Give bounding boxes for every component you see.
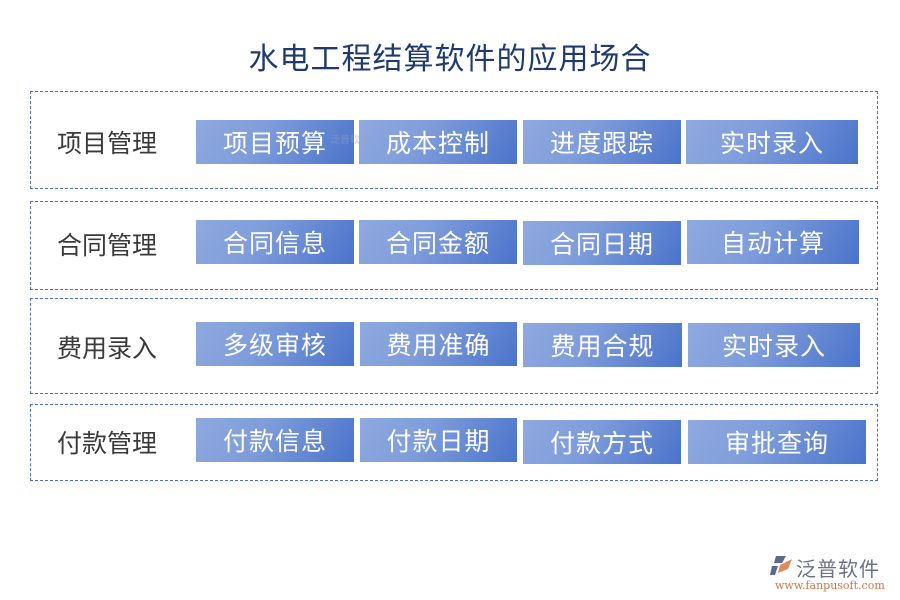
- item-button[interactable]: 项目预算: [196, 120, 354, 164]
- group-label: 项目管理: [57, 129, 158, 158]
- item-button[interactable]: 付款日期: [360, 418, 517, 462]
- logo-url: www.fanpusoft.com: [775, 579, 885, 592]
- group-label: 费用录入: [57, 334, 158, 363]
- item-button[interactable]: 付款方式: [523, 420, 681, 464]
- group-contract-management: 合同管理: [30, 201, 878, 290]
- item-button[interactable]: 成本控制: [359, 120, 517, 164]
- fanpu-logo: 泛普软件 www.fanpusoft.com: [770, 553, 895, 595]
- item-button[interactable]: 自动计算: [687, 220, 859, 264]
- item-button[interactable]: 实时录入: [686, 120, 858, 164]
- group-payment-management: 付款管理: [30, 404, 878, 481]
- item-button[interactable]: 合同金额: [359, 220, 517, 264]
- item-button[interactable]: 费用准确: [360, 322, 517, 366]
- group-label: 付款管理: [57, 429, 158, 458]
- group-project-management: 项目管理: [30, 91, 878, 189]
- item-button[interactable]: 实时录入: [688, 323, 860, 367]
- item-button[interactable]: 费用合规: [523, 323, 682, 367]
- fanpu-logo-icon: [770, 556, 792, 575]
- group-expense-entry: 费用录入: [30, 298, 878, 394]
- item-button[interactable]: 多级审核: [196, 322, 354, 366]
- item-button[interactable]: 审批查询: [688, 420, 866, 464]
- watermark-text: 泛普软件: [330, 135, 370, 146]
- logo-name: 泛普软件: [796, 557, 880, 581]
- item-button[interactable]: 合同信息: [196, 220, 354, 264]
- group-label: 合同管理: [57, 231, 158, 260]
- item-button[interactable]: 合同日期: [523, 221, 681, 265]
- diagram-title: 水电工程结算软件的应用场合: [248, 42, 652, 77]
- item-button[interactable]: 付款信息: [196, 418, 354, 462]
- item-button[interactable]: 进度跟踪: [523, 120, 681, 164]
